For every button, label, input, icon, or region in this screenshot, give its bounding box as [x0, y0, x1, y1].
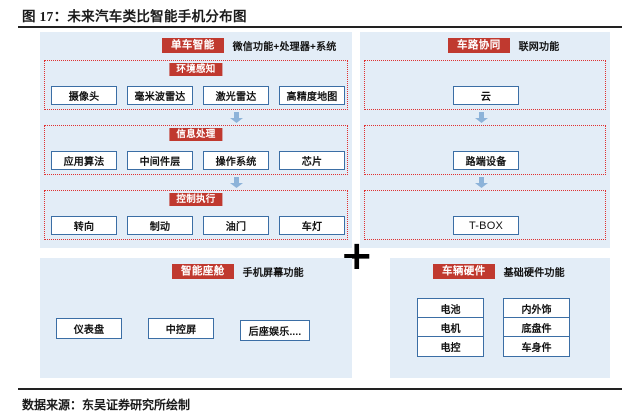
node-steering[interactable]: 转向 — [51, 216, 117, 235]
node-braking[interactable]: 制动 — [127, 216, 193, 235]
source-divider — [18, 388, 622, 390]
panel-smart-cockpit-header: 智能座舱 手机屏幕功能 — [172, 264, 304, 279]
panel-single-vehicle-note: 微信功能+处理器+系统 — [232, 42, 337, 53]
node-body-parts[interactable]: 车身件 — [521, 343, 552, 354]
group-environment-perception-label: 环境感知 — [169, 63, 223, 76]
arrow-down-cloud-to-roadside — [475, 112, 488, 123]
title-divider — [18, 26, 622, 28]
arrow-down-roadside-to-tbox — [475, 177, 488, 188]
figure-source: 数据来源：东吴证券研究所绘制 — [22, 398, 191, 412]
group-control-execution-label: 控制执行 — [169, 193, 223, 206]
group-environment-perception: 环境感知 摄像头 毫米波雷达 激光雷达 高精度地图 — [44, 60, 348, 110]
node-chip[interactable]: 芯片 — [279, 151, 345, 170]
node-operating-system[interactable]: 操作系统 — [203, 151, 269, 170]
node-camera[interactable]: 摄像头 — [51, 86, 117, 105]
hardware-stack-body: 内外饰 底盘件 车身件 — [503, 298, 570, 357]
node-motor[interactable]: 电机 — [418, 318, 483, 337]
node-hd-map[interactable]: 高精度地图 — [279, 86, 345, 105]
panel-smart-cockpit-badge: 智能座舱 — [172, 264, 234, 279]
page-title: 图 17：未来汽车类比智能手机分布图 — [22, 9, 247, 24]
node-millimeter-wave-radar[interactable]: 毫米波雷达 — [127, 86, 193, 105]
panel-single-vehicle-header: 单车智能 微信功能+处理器+系统 — [162, 38, 337, 53]
panel-vehicle-hardware-header: 车辆硬件 基础硬件功能 — [433, 264, 565, 279]
node-middleware-layer[interactable]: 中间件层 — [127, 151, 193, 170]
arrow-down-processing-to-control — [230, 177, 243, 188]
node-roadside-equipment[interactable]: 路端设备 — [453, 151, 519, 170]
node-electronic-control[interactable]: 电控 — [440, 343, 461, 354]
hardware-stack-powertrain: 电池 电机 电控 — [417, 298, 484, 357]
group-roadside-equipment: 路端设备 — [364, 125, 606, 175]
group-information-processing: 信息处理 应用算法 中间件层 操作系统 芯片 — [44, 125, 348, 175]
group-information-processing-label: 信息处理 — [169, 128, 223, 141]
panel-single-vehicle-badge: 单车智能 — [162, 38, 224, 53]
node-cloud[interactable]: 云 — [453, 86, 519, 105]
group-tbox: T-BOX — [364, 190, 606, 240]
panel-vehicle-hardware-badge: 车辆硬件 — [433, 264, 495, 279]
node-lidar[interactable]: 激光雷达 — [203, 86, 269, 105]
node-chassis-parts[interactable]: 底盘件 — [504, 318, 569, 337]
node-interior-exterior-trim[interactable]: 内外饰 — [504, 299, 569, 318]
node-vehicle-lights[interactable]: 车灯 — [279, 216, 345, 235]
node-throttle[interactable]: 油门 — [203, 216, 269, 235]
panel-smart-cockpit-note: 手机屏幕功能 — [242, 268, 304, 279]
node-rear-seat-entertainment[interactable]: 后座娱乐.... — [240, 320, 310, 341]
node-tbox[interactable]: T-BOX — [453, 216, 519, 235]
panel-vehicle-hardware-note: 基础硬件功能 — [503, 268, 565, 279]
panel-vehicle-hardware: 车辆硬件 基础硬件功能 电池 电机 电控 内外饰 底盘件 车身件 — [390, 258, 610, 378]
panel-single-vehicle-intelligence: 单车智能 微信功能+处理器+系统 环境感知 摄像头 毫米波雷达 激光雷达 高精度… — [40, 32, 352, 248]
node-center-console-screen[interactable]: 中控屏 — [148, 318, 214, 339]
node-instrument-cluster[interactable]: 仪表盘 — [56, 318, 122, 339]
panel-smart-cockpit: 智能座舱 手机屏幕功能 仪表盘 中控屏 后座娱乐.... — [40, 258, 352, 378]
group-cloud: 云 — [364, 60, 606, 110]
panel-vehicle-road-coordination: 车路协同 联网功能 云 路端设备 T-BOX — [360, 32, 610, 248]
panel-vehicle-road-note: 联网功能 — [518, 42, 560, 53]
node-battery[interactable]: 电池 — [418, 299, 483, 318]
panel-vehicle-road-badge: 车路协同 — [448, 38, 510, 53]
group-control-execution: 控制执行 转向 制动 油门 车灯 — [44, 190, 348, 240]
arrow-down-perception-to-processing — [230, 112, 243, 123]
panel-vehicle-road-header: 车路协同 联网功能 — [448, 38, 559, 53]
node-application-algorithm[interactable]: 应用算法 — [51, 151, 117, 170]
